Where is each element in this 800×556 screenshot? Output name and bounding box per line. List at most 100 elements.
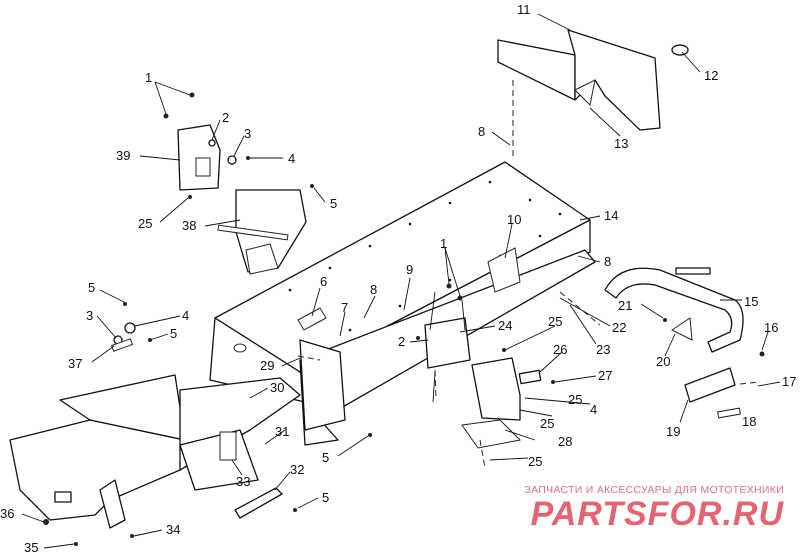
callout: 3 [86,308,93,323]
rear-bumper-group [559,267,765,419]
bolt-5b [123,302,127,306]
tunnel-slot [297,307,327,331]
strip-32 [234,487,283,519]
callout: 2 [222,110,229,125]
bracket-24 [424,317,471,369]
callout: 5 [88,280,95,295]
callout: 33 [236,474,250,489]
fastener-12 [671,44,689,56]
callout: 8 [604,254,611,269]
callout: 38 [182,218,196,233]
upper-bracket-group [163,92,314,275]
tunnel-rivets [288,180,562,332]
plate-20 [671,317,693,341]
watermark-caption: ЗАПЧАСТИ И АКСЕССУАРЫ ДЛЯ МОТОТЕХНИКИ [524,484,784,496]
callout: 10 [507,212,521,227]
rear-bumper-bracket [497,39,576,101]
callout: 17 [782,374,796,389]
callout: 9 [406,262,413,277]
callout: 4 [182,308,189,323]
callout: 25 [528,454,542,469]
callout: 14 [604,208,618,223]
callout: 22 [612,320,626,335]
bracket-38-foot [245,243,279,275]
rivet-1b [163,113,169,119]
block-26 [518,369,542,385]
callout: 19 [666,424,680,439]
callout: 16 [764,320,778,335]
bumper-handle [675,267,711,275]
callout: 5 [322,450,329,465]
callout: 30 [270,380,284,395]
callout: 25 [568,392,582,407]
callout: 21 [618,298,632,313]
callout: 23 [596,342,610,357]
callout: 11 [517,2,531,17]
nut-3b [124,322,136,334]
callout: 1 [145,70,152,85]
callout: 4 [288,151,295,166]
snowflap-assembly [497,29,689,160]
callout: 15 [744,294,758,309]
watermark-logo: PARTSFOR.RU [530,495,784,533]
callout: 25 [540,416,554,431]
callout: 28 [558,434,572,449]
callout: 7 [341,300,348,315]
rivet-25a [188,195,192,199]
front-bulkhead-group [9,302,372,546]
bracket-39-window [195,157,211,177]
nut-3a [227,155,237,165]
callout: 39 [116,148,130,163]
leader-lines [21,13,781,549]
callout: 1 [440,236,447,251]
callout: 29 [260,358,274,373]
callout: 36 [0,506,14,521]
tunnel-hole [233,343,247,353]
bulkhead-leg [99,479,126,529]
bolt-27 [551,380,555,384]
rivet-5a [310,184,314,188]
callout: 37 [68,356,82,371]
watermark: ЗАПЧАСТИ И АКСЕССУАРЫ ДЛЯ МОТОТЕХНИКИ PA… [524,484,784,532]
callout: 3 [244,126,251,141]
callout: 24 [498,318,512,333]
rear-bracket-group [461,348,555,469]
callout: 4 [590,402,597,417]
clip-37 [110,338,134,352]
callout: 27 [598,368,612,383]
callout: 5 [330,196,337,211]
bolt-21 [663,318,667,322]
callout: 26 [553,342,567,357]
callout: 25 [138,216,152,231]
callout: 18 [742,414,756,429]
tunnel-assembly [209,161,596,446]
bolt-35 [74,542,78,546]
callout: 6 [320,274,327,289]
plate-33 [219,431,237,461]
callout: 12 [704,68,718,83]
callout: 2 [398,334,405,349]
callout: 8 [478,124,485,139]
callout: 34 [166,522,180,537]
bumper-15 [604,267,744,353]
rivet-1a [189,92,195,98]
callout: 35 [24,540,38,555]
callout: 5 [322,490,329,505]
callout: 8 [370,282,377,297]
flap-tab-13 [574,79,596,107]
washer-2a [208,139,216,147]
callout: 5 [170,326,177,341]
bolt-5e [368,433,372,437]
bracket-28 [461,419,522,449]
callout: 25 [548,314,562,329]
bracket-25 [471,357,521,421]
callout: 20 [656,354,670,369]
callout: 13 [614,136,628,151]
bolt-16 [759,351,765,357]
callout: 31 [275,424,289,439]
callout: 32 [290,462,304,477]
bolt-5d [293,508,297,512]
part-36-pad [54,491,72,503]
